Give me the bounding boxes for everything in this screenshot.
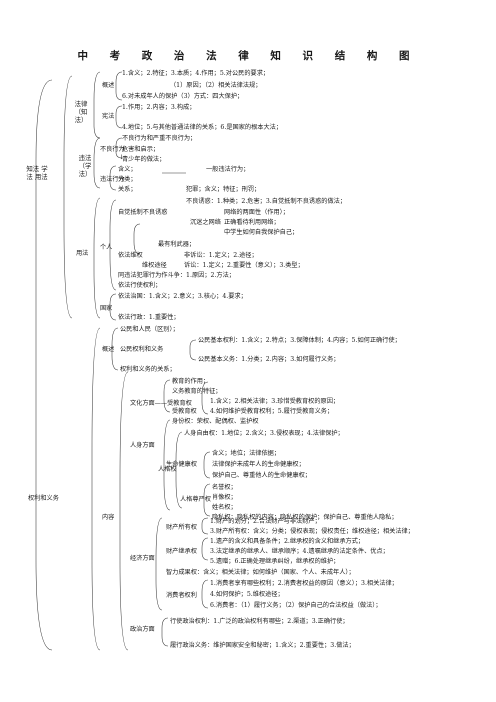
constitution-label: 宪法 — [102, 113, 115, 120]
political-rights-label: 行使政治权利：1.广泛的政治权利有哪些；2.渠道；3.正确行使； — [170, 618, 349, 625]
bad-behavior-line-3: 青少年的做法； — [122, 156, 166, 163]
property-line-2: 3.财产所有权：含义；分类；侵权表现；侵权责任；维权途径；相关法律； — [210, 528, 414, 535]
fight-crime-label: 同违法犯罪行为作斗争：1.原因；2.方法； — [118, 272, 235, 279]
general-illegal-label: 一般违法行为； — [206, 166, 250, 173]
litigation-label: 诉讼：1.定义；2.重要性（意义）；3.类型； — [184, 262, 304, 269]
temptation-line-2: 网络的两面性（作用）； — [224, 209, 289, 216]
overview-label: 概述 — [102, 82, 115, 89]
dignity-line-1: 名誉权； — [212, 484, 237, 491]
rights-overview-label: 概述 — [102, 346, 115, 353]
education-line-3: 1.含义；2.相关法律；3.珍惜受教育权的原因； — [210, 398, 340, 405]
individual-label: 个人 — [100, 244, 113, 251]
rights-duties-label: 权利和义务 — [28, 495, 59, 502]
economic-label: 经济方面 — [130, 555, 155, 562]
resist-temptation-label: 自觉抵制不良诱惑 — [118, 209, 168, 216]
overview-line-1: 1.含义；2.特征；3.本质；4.作用；5.对公民的要求； — [122, 70, 270, 77]
identity-right-label: 身份权：荣权、配偶权、监护权 — [172, 418, 259, 425]
use-law-label: 用法 — [76, 250, 89, 257]
property-label: 财产所有权 — [166, 524, 197, 531]
education-line-4: 4.如何维护受教育权利；5.履行受教育义务； — [210, 408, 334, 415]
dignity-line-3: 姓名权； — [212, 504, 237, 511]
content-label: 内容 — [102, 514, 115, 521]
rights-channel-label: 维权途径 — [142, 262, 167, 269]
basic-rights-label: 公民基本权利：1.含义；2.特点；3.保障体制；4.内容；5.如何正确行使； — [198, 337, 401, 344]
state-label: 国家 — [100, 305, 113, 312]
personal-label: 人身方面 — [130, 442, 155, 449]
rights-duties-relation-label: 权利和义务的关系； — [120, 366, 176, 373]
dignity-label: 人格尊严权 — [180, 496, 211, 503]
constitution-line-2: 4.地位；5.与其他普通法律的关系；6.是国家的根本大法； — [122, 124, 283, 131]
overview-line-3: 6.对未成年人的保护（3）方式：四大保护； — [122, 93, 244, 100]
inheritance-line-2: 3.法定继承的继承人、继承顺序；4.遗嘱继承的法定条件、优点； — [210, 548, 389, 555]
citizen-rights-duties-label: 公民权利和义务 — [120, 346, 164, 353]
political-label: 政治方面 — [130, 626, 155, 633]
education-line-1: 教育的作用； — [172, 378, 210, 385]
inheritance-label: 财产继承权 — [166, 548, 197, 555]
consumer-line-3: 6.消费者：（1）履行义务；（2）保护自己的合法权益（做法）； — [210, 602, 382, 609]
page-title: 中 考 政 治 法 律 知 识 结 构 图 — [77, 50, 419, 62]
rule-by-law-label: 依法治国：1.含义；2.意义；3.核心；4.要求； — [118, 293, 247, 300]
inheritance-line-3: 5.遗赠；6.正确处理继承纠纷，继承权的维护； — [210, 558, 340, 565]
defend-rights-label: 依法维权 — [118, 252, 143, 259]
relation-label: 关系； — [118, 186, 137, 193]
internet-addiction-label: 沉迷之网络 — [190, 219, 221, 226]
bad-behavior-line-1: 不良行为和严重不良行为； — [122, 135, 197, 142]
crime-label: 犯罪；含义；特征；刑罚； — [186, 186, 261, 193]
temptation-line-4: 中学生如何自我保护自己； — [224, 229, 299, 236]
temptation-line-1: 不良诱惑：1.种类；2.危害；3.自觉抵制不良诱惑的做法； — [186, 198, 347, 205]
personality-right-label: 人格权 — [158, 466, 177, 473]
bad-behavior-label: 不良行为 — [100, 146, 125, 153]
consumer-label: 消费者权利 — [166, 592, 197, 599]
education-line-2: 义务教育的特征； — [172, 388, 222, 395]
inheritance-line-1: 1.遗产的含义和具备条件；2.继承权的含义和继承方式； — [210, 538, 365, 545]
life-line-2: 法律保护未成年人的生命健康权； — [212, 461, 305, 468]
bad-behavior-line-2: 危害和启示； — [122, 146, 160, 153]
personal-freedom-label: 人身自由权：1.地位；2.含义；3.侵权表现；4.法律保护； — [184, 430, 344, 437]
life-line-1: 含义；地位；法律依据； — [212, 450, 281, 457]
political-duties-label: 履行政治义务：维护国家安全和秘密；1.含义；2.重要性；3.做法； — [170, 642, 355, 649]
education-right-label: 受教育权 — [172, 408, 197, 415]
down-arrow-icon: ↓ — [119, 154, 125, 161]
overview-line-2: （1）原因；（2）相关法律法规； — [170, 82, 262, 89]
consumer-line-1: 1.消费者享有哪些权利；2.消费者权益的原因（意义）；3.相关法律； — [210, 580, 398, 587]
life-line-3: 保护自己、尊重他人的生命健康权； — [212, 472, 311, 479]
non-litigation-label: 非诉讼：1.定义；2.途径； — [184, 252, 258, 259]
admin-by-law-label: 依法行政：1.重要性； — [118, 314, 180, 321]
knowledge-study-use-label: 知法 学法 用法 — [26, 165, 48, 182]
dignity-line-4: 隐私权：隐私权的内容；隐私权的保护；保护自己、尊重他人隐私； — [212, 514, 398, 521]
category-label: 分类； — [118, 176, 137, 183]
consumer-line-2: 4.如何保护；5.维权途径； — [210, 591, 284, 598]
culture-education-label: 文化方面——受教育权 — [130, 400, 192, 407]
life-health-label: 生命健康权 — [166, 461, 197, 468]
dignity-line-2: 肖像权； — [212, 494, 237, 501]
basic-duties-label: 公民基本义务：1.分类；2.内容；3.如何履行义务； — [198, 356, 340, 363]
exercise-rights-label: 依法行使权利； — [118, 282, 162, 289]
citizen-people-label: 公民和人民（区别）； — [120, 326, 179, 333]
temptation-line-3: 正确看待利用网络； — [224, 219, 280, 226]
constitution-line-1: 1.作用；2.内容；3.构成； — [122, 104, 196, 111]
intellectual-label: 智力成果权：含义；相关法律；如何维护（国家、个人、未成年人）； — [166, 569, 355, 576]
property-line-1: 1.财产的划分；2.合法财产与非法财产； — [210, 518, 321, 525]
illegal-behavior-label: 违法行为 — [100, 176, 125, 183]
meaning-label: 含义； — [118, 166, 137, 173]
violation-label: 违法 （学法） — [78, 154, 92, 179]
best-weapon-label: 最有利武器； — [158, 241, 196, 248]
law-know-label: 法律 （知法） — [74, 100, 88, 125]
